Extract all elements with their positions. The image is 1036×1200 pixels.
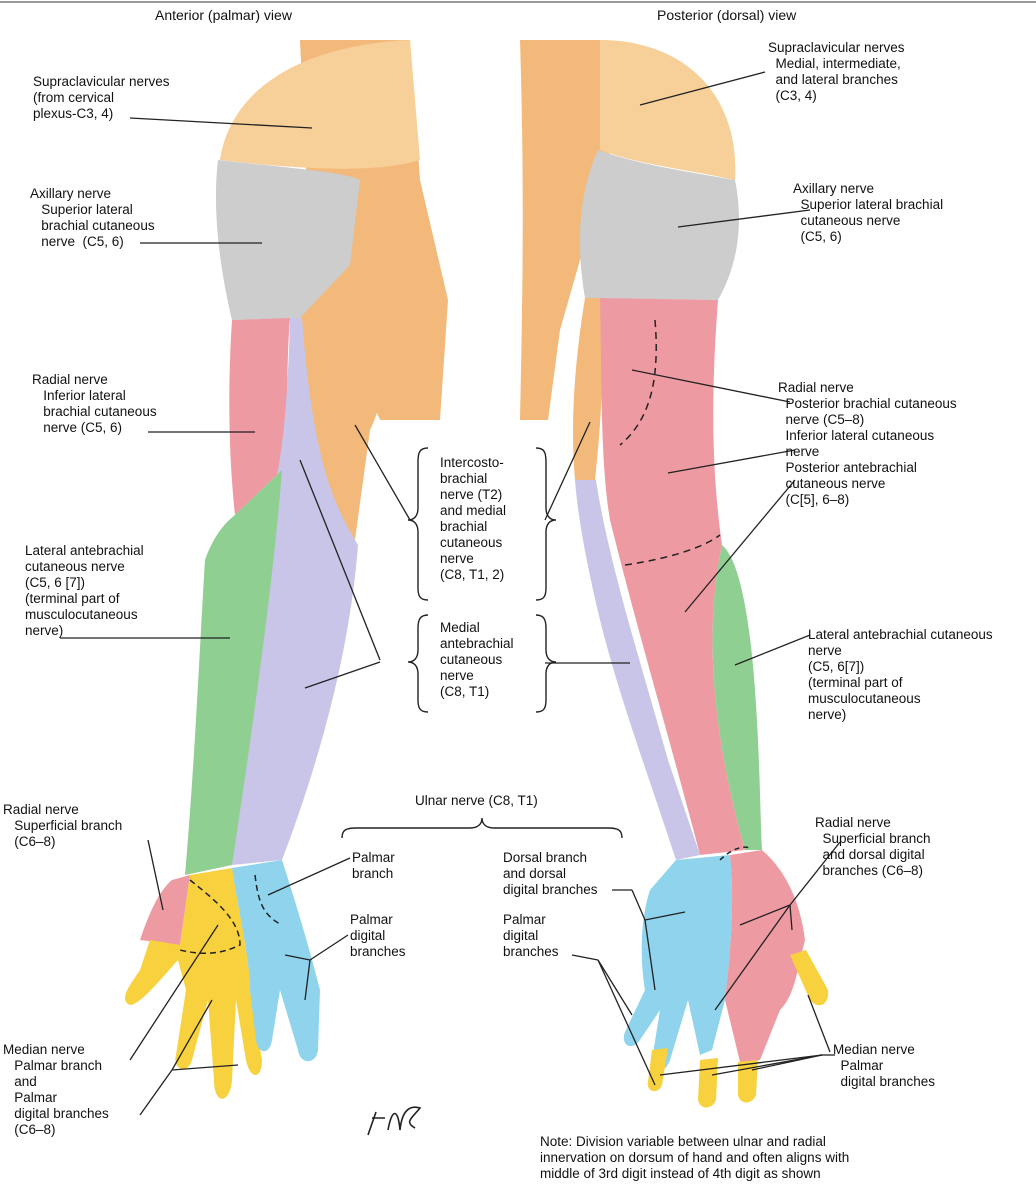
anterior-lateral-antebrachial-region	[185, 470, 282, 875]
anterior-palm-dash-ulnar	[254, 874, 283, 926]
label-supraclavicular-anterior: Supraclavicular nerves (from cervical pl…	[33, 74, 170, 121]
anterior-radial-region	[229, 318, 290, 515]
brace-medial-right	[535, 614, 557, 713]
header-posterior: Posterior (dorsal) view	[657, 7, 797, 23]
brace-ulnar	[341, 817, 623, 839]
posterior-shoulder-supraclavicular	[600, 40, 736, 180]
posterior-radial-region	[600, 298, 745, 855]
anterior-hand-median-region	[124, 868, 262, 1099]
label-radial-posterior: Radial nerve Posterior brachial cutaneou…	[778, 380, 957, 507]
label-radial-superficial-posterior: Radial nerve Superficial branch and dors…	[815, 815, 931, 878]
brace-intercosto-left	[407, 447, 429, 601]
label-intercostobrachial: Intercosto- brachial nerve (T2) and medi…	[440, 455, 507, 582]
posterior-lateral-antebrachial-region	[712, 545, 762, 850]
label-radial-superficial-anterior: Radial nerve Superficial branch (C6–8)	[3, 802, 123, 849]
label-medial-antebrachial: Medial antebrachial cutaneous nerve (C8,…	[440, 620, 514, 699]
label-median-anterior: Median nerve Palmar branch and Palmar di…	[3, 1042, 109, 1137]
posterior-fingertip-median-1	[698, 1058, 718, 1108]
label-median-posterior: Median nerve Palmar digital branches	[833, 1042, 936, 1089]
anterior-arm	[124, 40, 448, 1099]
anterior-hand-ulnar-region	[232, 860, 320, 1062]
posterior-dash-elbow	[624, 534, 721, 566]
anterior-intercostobrachial-region	[300, 265, 383, 540]
posterior-dash-wrist	[719, 846, 751, 861]
label-palmar-digital-anterior: Palmar digital branches	[350, 912, 406, 959]
label-radial-anterior: Radial nerve Inferior lateral brachial c…	[32, 372, 157, 435]
brace-medial-left	[407, 614, 429, 713]
brace-intercosto-right	[535, 447, 557, 601]
label-palmar-branch: Palmar branch	[352, 850, 395, 881]
anterior-medial-antebrachial-region	[232, 318, 358, 865]
braces	[341, 447, 623, 839]
posterior-dash-upper	[619, 319, 657, 446]
posterior-torso	[520, 40, 610, 420]
posterior-fingertip-ulnar	[647, 1048, 668, 1092]
header-anterior: Anterior (palmar) view	[155, 7, 292, 23]
label-ulnar-nerve: Ulnar nerve (C8, T1)	[415, 793, 538, 808]
label-axillary-posterior: Axillary nerve Superior lateral brachial…	[793, 181, 944, 244]
posterior-fingertip-median-3	[790, 950, 829, 1006]
posterior-fingertip-median-2	[738, 1060, 758, 1103]
note-text: Note: Division variable between ulnar an…	[540, 1134, 850, 1181]
label-axillary-anterior: Axillary nerve Superior lateral brachial…	[30, 186, 155, 249]
posterior-axillary-region	[579, 150, 739, 300]
posterior-hand-ulnar-region	[623, 855, 733, 1072]
anterior-hand-radial-region	[140, 875, 190, 945]
leader-lines	[60, 71, 841, 1116]
posterior-intercostobrachial-region	[573, 298, 603, 480]
label-lateral-antebrachial-posterior: Lateral antebrachial cutaneous nerve (C5…	[808, 627, 993, 722]
posterior-medial-antebrachial-region	[575, 480, 700, 860]
posterior-hand-radial-region	[725, 850, 805, 1062]
anterior-shoulder-supraclavicular	[220, 40, 420, 169]
anterior-axillary-region	[215, 160, 360, 320]
label-palmar-digital-posterior: Palmar digital branches	[503, 912, 559, 959]
posterior-arm	[520, 40, 829, 1108]
label-dorsal-branch: Dorsal branch and dorsal digital branche…	[503, 850, 598, 897]
signature-mark	[367, 1106, 422, 1136]
label-lateral-antebrachial-anterior: Lateral antebrachial cutaneous nerve (C5…	[25, 543, 144, 638]
label-supraclavicular-posterior: Supraclavicular nerves Medial, intermedi…	[768, 40, 905, 103]
